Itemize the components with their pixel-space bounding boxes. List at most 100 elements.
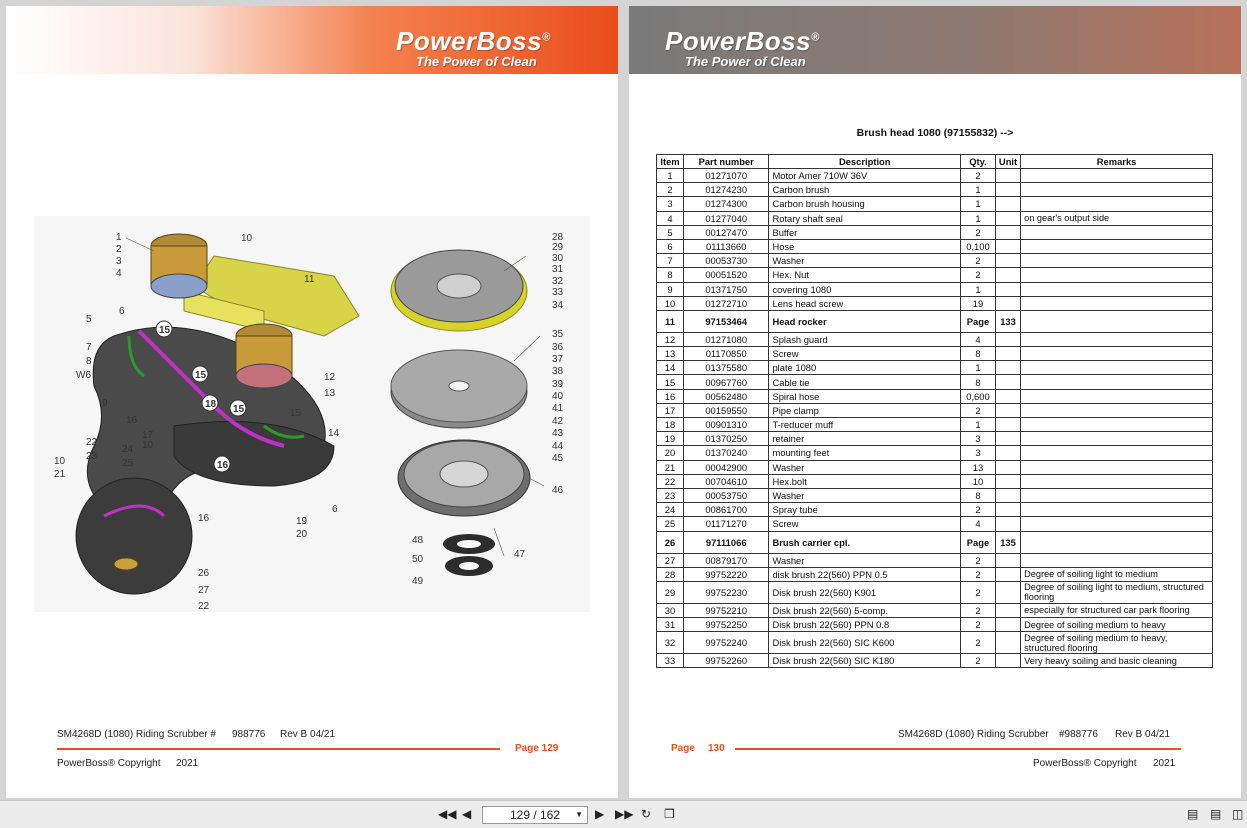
svg-text:21: 21 (54, 469, 66, 480)
rotate-icon[interactable]: ↻ (641, 807, 652, 821)
table-cell-desc: Lens head screw (768, 295, 962, 311)
table-cell-remarks: Degree of soiling medium to heavy (1020, 617, 1213, 633)
table-cell-qty: 2 (960, 631, 996, 655)
table-cell-part: 00879170 (682, 552, 770, 568)
table-cell-qty: Page (960, 530, 996, 554)
svg-text:7: 7 (86, 342, 92, 353)
footer-doc-title: SM4268D (1080) Riding Scrubber # (57, 729, 216, 740)
table-cell-unit (994, 402, 1022, 419)
table-cell-desc: Rotary shaft seal (768, 210, 962, 226)
parts-table: Item Part number Description Qty. Unit R… (656, 154, 1213, 669)
table-cell-qty: 4 (960, 516, 996, 532)
table-cell-qty: 1 (960, 281, 996, 297)
table-cell-item: 33 (656, 653, 684, 669)
svg-text:34: 34 (552, 300, 564, 311)
table-cell-remarks: on gear's output side (1020, 210, 1213, 226)
table-cell-unit (994, 253, 1022, 269)
footer-revision: Rev B 04/21 (1115, 729, 1171, 740)
table-cell-item: 32 (656, 631, 684, 655)
two-page-icon[interactable]: ◫ (1232, 807, 1244, 821)
next-page-icon[interactable]: ▶ (595, 807, 605, 821)
table-cell-desc: Washer (768, 459, 962, 475)
table-cell-item: 28 (656, 566, 684, 582)
table-cell-remarks (1020, 295, 1213, 311)
footer-doc-number: 988776 (232, 729, 266, 740)
table-cell-part: 00901310 (682, 416, 770, 433)
table-cell-item: 7 (656, 253, 684, 269)
table-cell-qty: 1 (960, 416, 996, 433)
page-number-input[interactable]: 129 / 162 ▼ (482, 806, 588, 824)
table-cell-qty: 0,600 (960, 388, 996, 404)
table-cell-item: 13 (656, 346, 684, 362)
table-cell-item: 6 (656, 238, 684, 255)
svg-text:24: 24 (122, 444, 134, 455)
svg-text:14: 14 (328, 428, 340, 439)
svg-text:40: 40 (552, 391, 564, 402)
table-cell-qty: 2 (960, 566, 996, 582)
header-banner: PowerBoss® The Power of Clean (629, 6, 1241, 74)
table-cell-part: 01370250 (682, 431, 770, 447)
table-cell-desc: Splash guard (768, 331, 962, 348)
table-cell-item: 31 (656, 617, 684, 633)
continuous-page-icon[interactable]: ▤ (1210, 807, 1222, 821)
table-cell-remarks (1020, 281, 1213, 297)
column-header: Part number (682, 154, 770, 169)
table-cell-desc: Washer (768, 487, 962, 504)
svg-text:37: 37 (552, 354, 564, 365)
table-cell-qty: 0,100 (960, 238, 996, 255)
table-cell-part: 99752260 (682, 653, 770, 669)
table-cell-desc: Hose (768, 238, 962, 255)
single-page-icon[interactable]: ▤ (1187, 807, 1199, 821)
table-cell-qty: 8 (960, 487, 996, 504)
table-cell-part: 00042900 (682, 459, 770, 475)
table-cell-desc: Motor Amer 710W 36V (768, 167, 962, 184)
table-cell-desc: Disk brush 22(560) SIC K600 (768, 631, 962, 655)
table-cell-item: 16 (656, 388, 684, 404)
svg-text:5: 5 (86, 314, 92, 325)
footer-rule (57, 748, 500, 750)
table-cell-part: 00562480 (682, 388, 770, 404)
table-cell-item: 15 (656, 374, 684, 390)
table-cell-qty: 2 (960, 267, 996, 283)
svg-text:49: 49 (412, 576, 424, 587)
table-cell-desc: Disk brush 22(560) SIC K180 (768, 653, 962, 669)
table-cell-remarks (1020, 487, 1213, 504)
table-cell-unit (994, 631, 1022, 655)
svg-text:38: 38 (552, 366, 564, 377)
column-header: Item (656, 154, 684, 169)
first-page-icon[interactable]: ◀◀ (438, 807, 457, 821)
chevron-down-icon[interactable]: ▼ (575, 810, 583, 819)
copy-icon[interactable]: ❐ (664, 807, 675, 821)
svg-text:33: 33 (552, 287, 564, 298)
svg-text:6: 6 (332, 504, 338, 515)
svg-text:42: 42 (552, 416, 564, 427)
table-cell-part: 01271070 (682, 167, 770, 184)
table-cell-unit (994, 552, 1022, 568)
table-cell-item: 1 (656, 167, 684, 184)
svg-text:26: 26 (198, 568, 210, 579)
svg-text:3: 3 (116, 256, 122, 267)
table-cell-item: 25 (656, 516, 684, 532)
svg-text:30: 30 (552, 253, 564, 264)
table-cell-remarks (1020, 253, 1213, 269)
table-cell-qty: 10 (960, 473, 996, 489)
table-cell-remarks (1020, 552, 1213, 568)
table-cell-unit (994, 580, 1022, 604)
table-cell-item: 23 (656, 487, 684, 504)
prev-page-icon[interactable]: ◀ (462, 807, 472, 821)
table-cell-item: 30 (656, 602, 684, 619)
table-cell-part: 00051520 (682, 267, 770, 283)
svg-text:13: 13 (324, 388, 336, 399)
last-page-icon[interactable]: ▶▶ (615, 807, 634, 821)
svg-text:41: 41 (552, 403, 564, 414)
table-cell-part: 01277040 (682, 210, 770, 226)
